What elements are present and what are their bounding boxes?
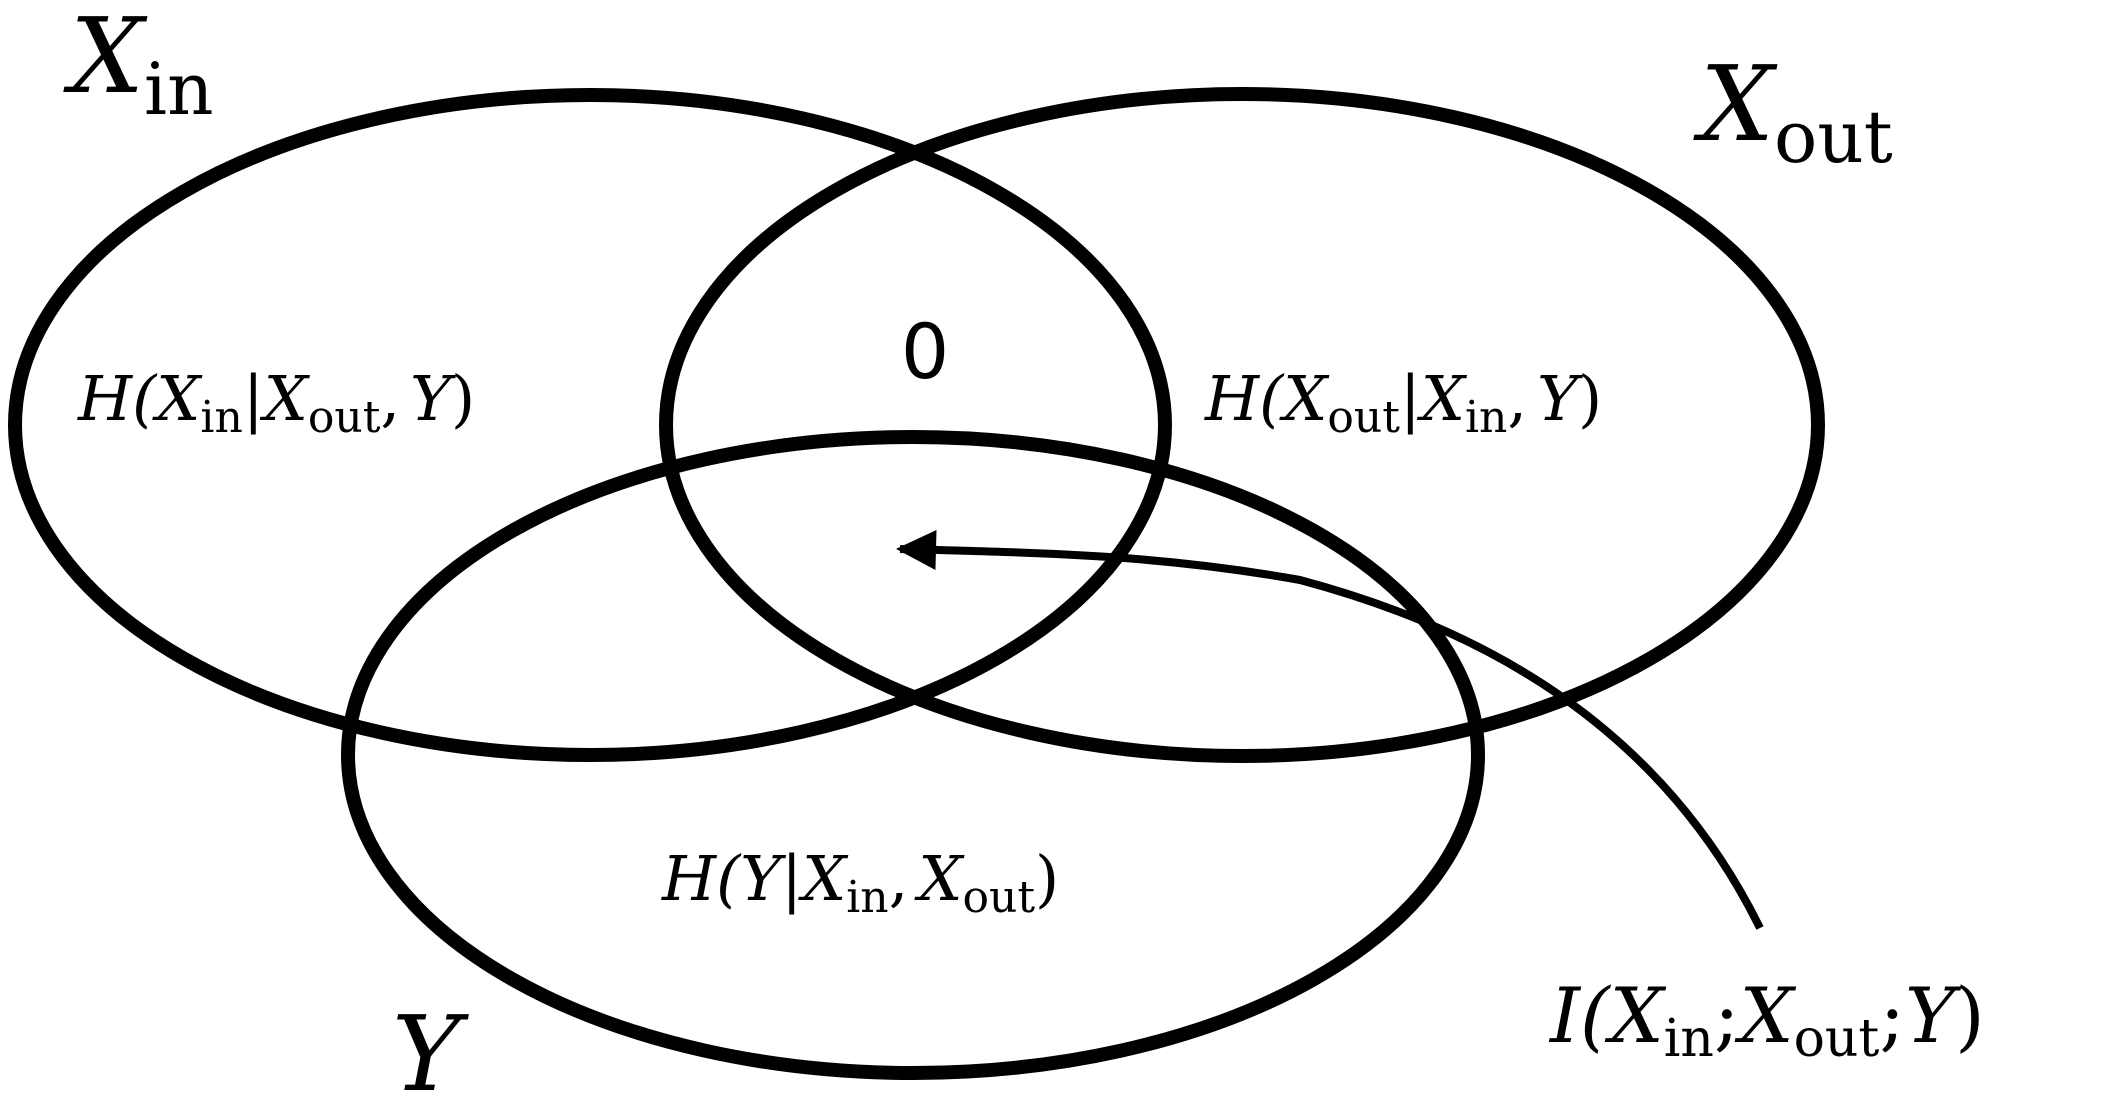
set-label-x-in: Xin xyxy=(63,0,213,131)
set-x-out-ellipse xyxy=(659,87,1825,763)
set-label-x-out: Xout xyxy=(1693,43,1893,179)
region-label-x-out-only: H(Xout|Xin,Y) xyxy=(1204,362,1602,443)
mutual-information-arrow xyxy=(896,529,1764,930)
mutual-information-label: I(Xin;Xout;Y) xyxy=(1548,971,1985,1069)
set-x-in-ellipse xyxy=(8,88,1172,762)
set-label-y: Y xyxy=(392,993,469,1115)
region-label-x-in-x-out-only: 0 xyxy=(901,307,949,396)
region-label-y-only: H(Y|Xin,Xout) xyxy=(661,842,1059,923)
region-label-x-in-only: H(Xin|Xout,Y) xyxy=(77,362,475,443)
set-y-ellipse xyxy=(341,430,1485,1080)
